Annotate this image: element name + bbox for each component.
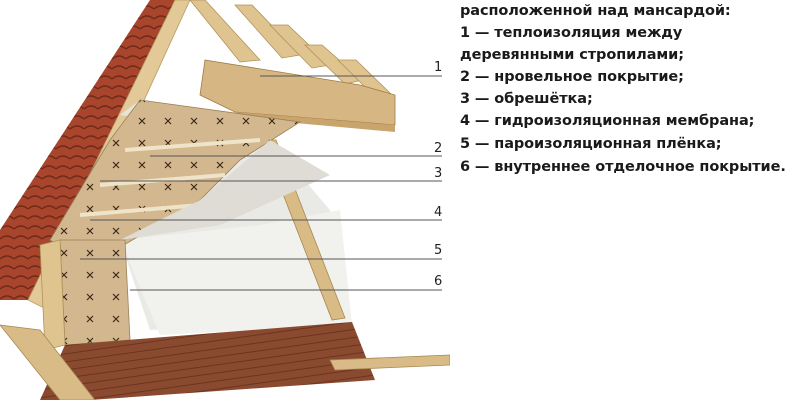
callout-2: 2: [434, 141, 442, 156]
callout-leader-lines: [80, 75, 442, 291]
callout-5: 5: [434, 243, 442, 258]
legend-item-2: 2 — нровельное покрытие;: [460, 69, 684, 85]
legend-item-3: 3 — обрешётка;: [460, 91, 593, 107]
sloped-ceiling-finish: [120, 140, 330, 240]
legend-item-5: 5 — пароизоляционная плёнка;: [460, 136, 722, 152]
callout-1: 1: [434, 60, 442, 75]
rafter-ends: [189, 0, 393, 99]
attic-roof-illustration: 1 2 3 4 5 6: [0, 0, 450, 400]
interior-finish-wall: [120, 210, 352, 335]
legend-item-1: 1 — теплоизоляция между: [460, 25, 683, 41]
legend-heading: расположенной над мансардой:: [460, 3, 731, 19]
floor-joists: [0, 324, 450, 400]
callout-6: 6: [434, 274, 442, 289]
roof-tile-covering: [0, 0, 175, 300]
legend: расположенной над мансардой: 1 — теплоиз…: [460, 0, 795, 400]
callout-4: 4: [434, 205, 442, 220]
legend-item-1-cont: деревянными стропилами;: [460, 47, 684, 63]
knee-wall-insulation: [59, 239, 131, 346]
floor-boards: [40, 322, 375, 400]
insulation-battens: [79, 138, 261, 217]
legend-item-4: 4 — гидроизоляционная мембрана;: [460, 113, 755, 129]
callout-3: 3: [434, 166, 442, 181]
legend-item-6: 6 — внутреннее отделочное покрытие.: [460, 159, 786, 175]
